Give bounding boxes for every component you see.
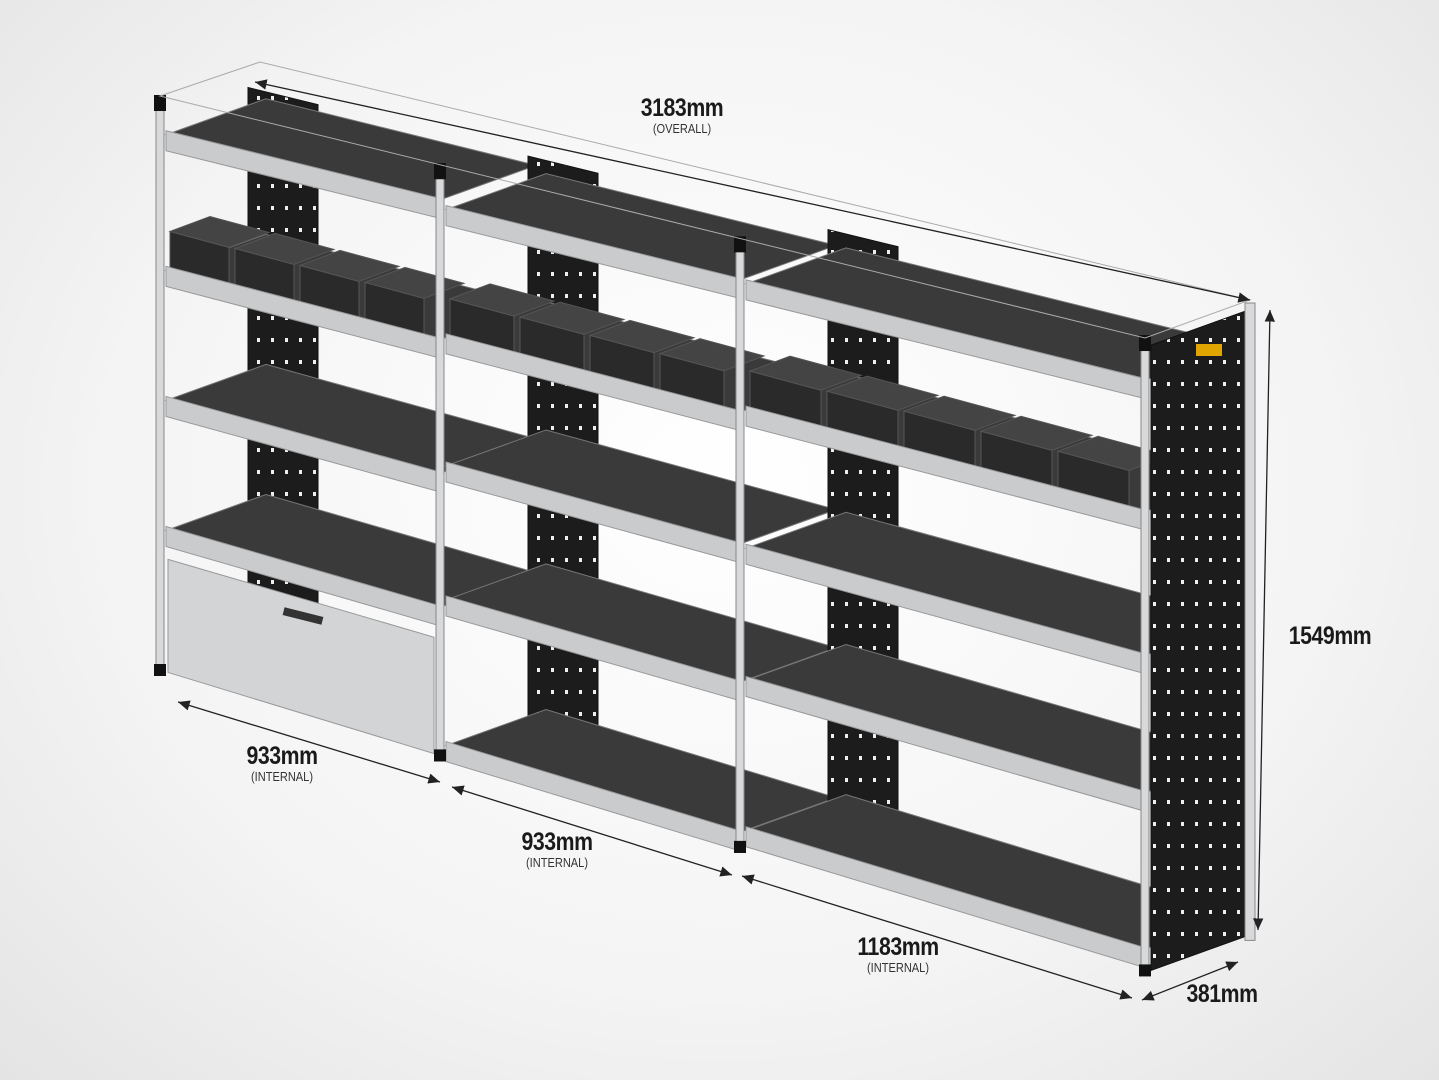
right-bay-note: (INTERNAL) — [866, 960, 930, 975]
front-upright — [1140, 340, 1150, 975]
overall-width-label: 3183mm (OVERALL) — [633, 94, 730, 136]
overall-width-arrow — [254, 79, 1251, 303]
foot-cap — [154, 664, 166, 676]
rear-upright — [1244, 302, 1256, 941]
end-panel — [1150, 308, 1252, 972]
height-value: 1549mm — [1288, 622, 1372, 650]
foot-cap — [1139, 964, 1151, 977]
depth-label: 381mm — [1180, 980, 1264, 1009]
left-bay-arrow — [177, 700, 441, 784]
storage-bin-top — [518, 301, 626, 335]
right-bay-label: 1183mm (INTERNAL) — [850, 933, 946, 975]
front-upright — [735, 241, 745, 852]
drawer-handle — [282, 607, 324, 625]
dimension-arrows — [177, 79, 1275, 1001]
storage-bin-top — [588, 319, 696, 354]
storage-bin-top — [902, 395, 1017, 431]
overall-width-value: 3183mm — [640, 94, 724, 122]
middle-bay-label: 933mm (INTERNAL) — [515, 828, 599, 870]
middle-bay-note: (INTERNAL) — [525, 855, 589, 870]
height-arrow — [1253, 309, 1275, 931]
left-bay-note: (INTERNAL) — [250, 769, 314, 784]
middle-bay-arrow — [451, 785, 733, 877]
right-bay-value: 1183mm — [857, 933, 939, 961]
foot-cap — [434, 749, 446, 762]
height-label: 1549mm — [1281, 622, 1378, 651]
storage-bin-top — [979, 415, 1094, 451]
front-upright — [155, 100, 165, 675]
right-bay-arrow — [741, 874, 1133, 1000]
storage-bin-top — [748, 355, 863, 391]
overall-width-note: (OVERALL) — [652, 121, 712, 136]
storage-bin-top — [825, 375, 940, 411]
middle-bay-value: 933mm — [521, 828, 593, 856]
depth-value: 381mm — [1186, 980, 1258, 1008]
depth-arrow — [1141, 961, 1239, 1001]
left-bay-label: 933mm (INTERNAL) — [240, 742, 324, 784]
front-upright — [435, 168, 445, 760]
corner-cap — [1139, 335, 1151, 352]
corner-cap — [154, 95, 166, 111]
left-bay-value: 933mm — [246, 742, 318, 770]
brand-logo — [1196, 344, 1222, 356]
foot-cap — [734, 840, 746, 853]
